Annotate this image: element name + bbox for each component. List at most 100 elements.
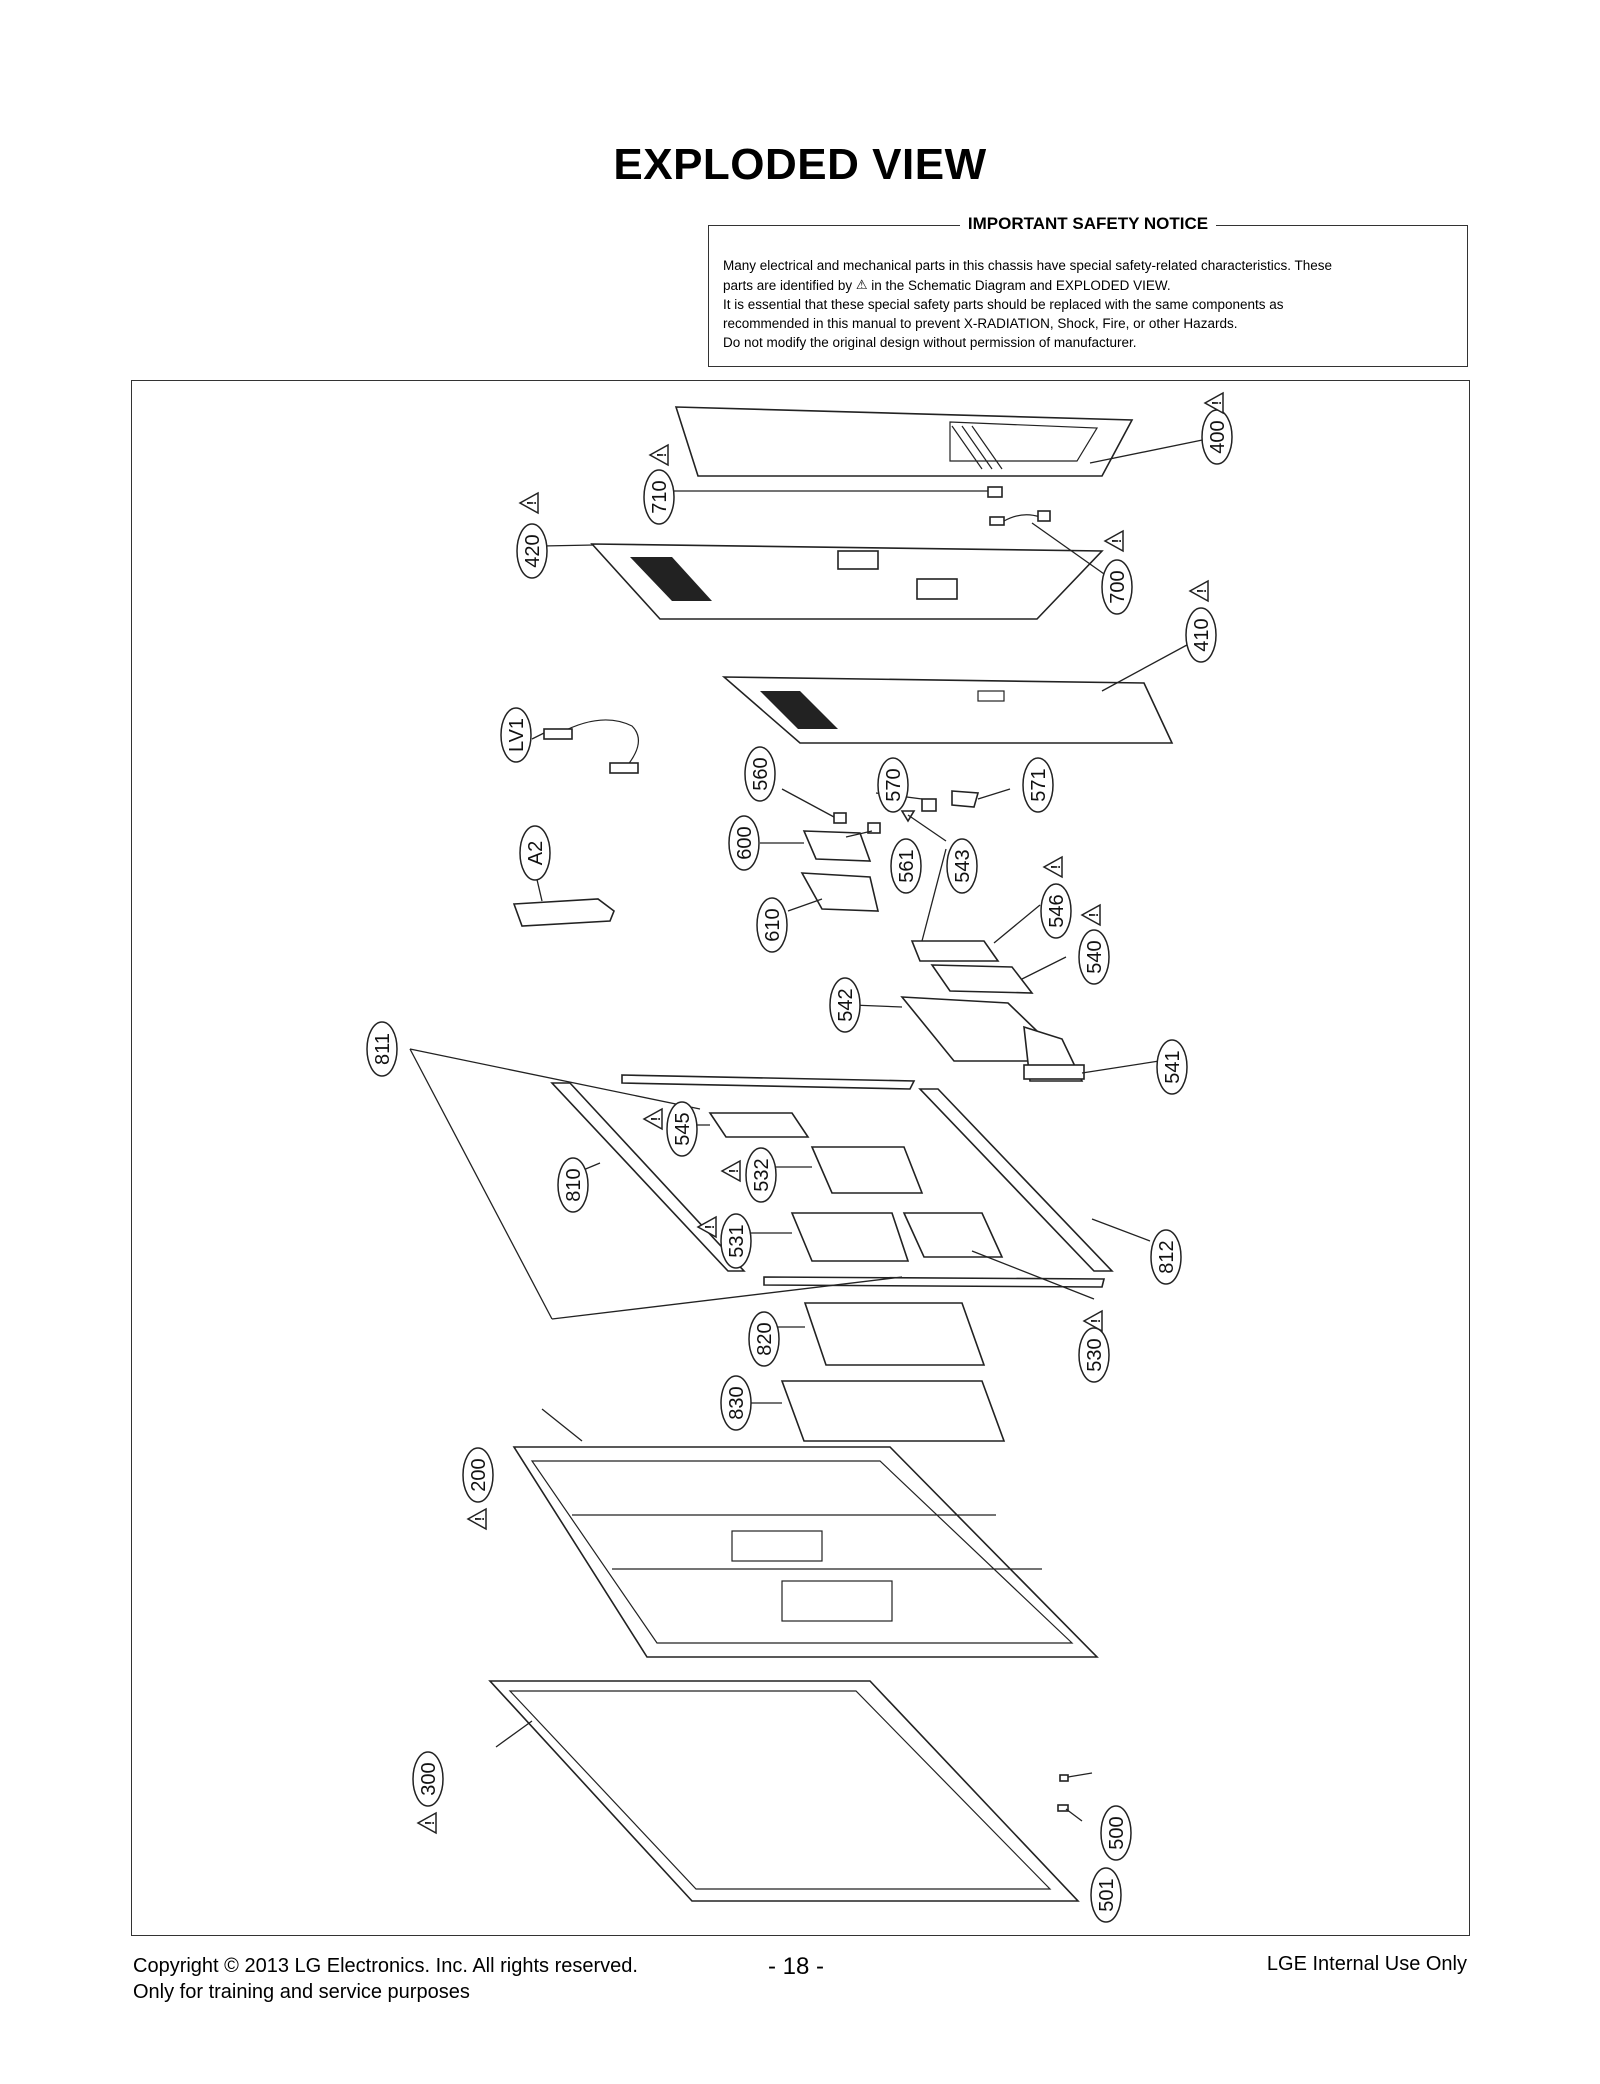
panel-410-shape [721, 676, 1174, 744]
svg-text:610: 610 [762, 908, 784, 941]
warning-triangle-icon: ! [696, 1215, 717, 1239]
part-label-532: 532 [745, 1147, 777, 1203]
board-546-shape [910, 940, 1000, 962]
svg-text:!: ! [1088, 1319, 1103, 1323]
part-label-531: 531 [720, 1213, 752, 1269]
svg-text:!: ! [1048, 865, 1063, 869]
chassis-200-shape [512, 1446, 1099, 1658]
part-label-410: 410 [1185, 607, 1217, 663]
part-label-546: 546 [1040, 883, 1072, 939]
warning-triangle-icon: ! [416, 1811, 437, 1835]
svg-text:532: 532 [751, 1158, 773, 1191]
footer-copyright: Copyright © 2013 LG Electronics. Inc. Al… [133, 1955, 638, 2003]
warning-triangle-icon: ! [1082, 1309, 1103, 1333]
svg-text:542: 542 [835, 988, 857, 1021]
footer-internal-use: LGE Internal Use Only [1266, 1953, 1467, 1975]
svg-text:LV1: LV1 [506, 718, 528, 752]
warning-triangle-icon: ! [466, 1507, 487, 1531]
svg-text:570: 570 [883, 768, 905, 801]
svg-text:400: 400 [1207, 420, 1229, 453]
part-label-700: 700 [1101, 559, 1133, 615]
board-610-shape [800, 872, 880, 912]
svg-text:531: 531 [726, 1224, 748, 1257]
warning-triangle-icon: ! [1203, 391, 1224, 415]
svg-text:545: 545 [672, 1112, 694, 1145]
svg-text:!: ! [726, 1169, 741, 1173]
part-label-lv1: LV1 [500, 707, 532, 763]
part-label-501: 501 [1090, 1867, 1122, 1923]
svg-text:410: 410 [1191, 618, 1213, 651]
svg-text:!: ! [1194, 589, 1209, 593]
svg-text:!: ! [1086, 913, 1101, 917]
part-label-810: 810 [557, 1157, 589, 1213]
svg-text:811: 811 [372, 1033, 394, 1065]
svg-text:!: ! [472, 1517, 487, 1521]
svg-text:600: 600 [734, 826, 756, 859]
part-label-300: 300 [412, 1751, 444, 1807]
svg-text:812: 812 [1156, 1240, 1178, 1273]
svg-text:!: ! [524, 501, 539, 505]
part-label-a2: A2 [519, 825, 551, 881]
part-label-420: 420 [516, 523, 548, 579]
part-label-600: 600 [728, 815, 760, 871]
svg-text:571: 571 [1028, 768, 1050, 801]
part-label-710: 710 [643, 469, 675, 525]
part-label-610: 610 [756, 897, 788, 953]
svg-text:500: 500 [1106, 1816, 1128, 1849]
part-label-811: 811 [366, 1021, 398, 1077]
part-label-540: 540 [1078, 929, 1110, 985]
svg-text:!: ! [702, 1225, 717, 1229]
part-label-400: 400 [1201, 409, 1233, 465]
warning-triangle-icon: ! [518, 491, 539, 515]
svg-text:!: ! [648, 1117, 663, 1121]
svg-text:!: ! [422, 1821, 437, 1825]
part-label-561: 561 [890, 838, 922, 894]
back-cover-400-shape [674, 406, 1134, 477]
remote-a2-shape [512, 898, 615, 927]
sheet-820-shape [803, 1302, 986, 1366]
board-545-shape [708, 1112, 810, 1138]
board-531-shape [790, 1212, 910, 1262]
warning-triangle-icon: ! [720, 1159, 741, 1183]
part-label-570: 570 [877, 757, 909, 813]
warning-triangle-icon: ! [642, 1107, 663, 1131]
svg-text:200: 200 [468, 1458, 490, 1491]
svg-text:!: ! [1109, 539, 1124, 543]
frame-300-shape [488, 1680, 1080, 1902]
part-label-545: 545 [666, 1101, 698, 1157]
svg-text:820: 820 [754, 1322, 776, 1355]
svg-text:300: 300 [418, 1762, 440, 1795]
safety-notice-box: IMPORTANT SAFETY NOTICE Many electrical … [708, 214, 1468, 367]
lv1-connector-shape [543, 728, 573, 740]
part-label-200: 200 [462, 1447, 494, 1503]
part-label-543: 543 [946, 838, 978, 894]
svg-text:A2: A2 [525, 841, 547, 865]
svg-text:530: 530 [1084, 1338, 1106, 1371]
part-label-541: 541 [1156, 1039, 1188, 1095]
svg-text:546: 546 [1046, 894, 1068, 927]
svg-text:420: 420 [522, 534, 544, 567]
svg-text:710: 710 [649, 480, 671, 513]
part-label-560: 560 [744, 746, 776, 802]
cable-700-shape [989, 510, 1051, 526]
board-600-shape [802, 830, 872, 862]
svg-text:!: ! [654, 453, 669, 457]
svg-text:810: 810 [563, 1168, 585, 1201]
svg-text:700: 700 [1107, 570, 1129, 603]
warning-triangle-icon: ! [648, 443, 669, 467]
warning-triangle-icon: ! [1080, 903, 1101, 927]
frame-bars-shape [550, 1074, 1114, 1288]
part-710-shape [987, 486, 1003, 498]
svg-text:830: 830 [726, 1386, 748, 1419]
svg-text:501: 501 [1096, 1878, 1118, 1911]
page-number: - 18 - [768, 1953, 825, 1980]
svg-text:540: 540 [1084, 940, 1106, 973]
safety-notice-text: Many electrical and mechanical parts in … [723, 258, 1333, 350]
warning-triangle-icon: ! [1188, 579, 1209, 603]
page-title: EXPLODED VIEW [613, 140, 987, 189]
panel-420-shape [590, 543, 1104, 620]
safety-notice-heading: IMPORTANT SAFETY NOTICE [709, 214, 1467, 234]
svg-text:560: 560 [750, 757, 772, 790]
svg-text:561: 561 [896, 849, 918, 882]
warning-triangle-icon: ! [1103, 529, 1124, 553]
